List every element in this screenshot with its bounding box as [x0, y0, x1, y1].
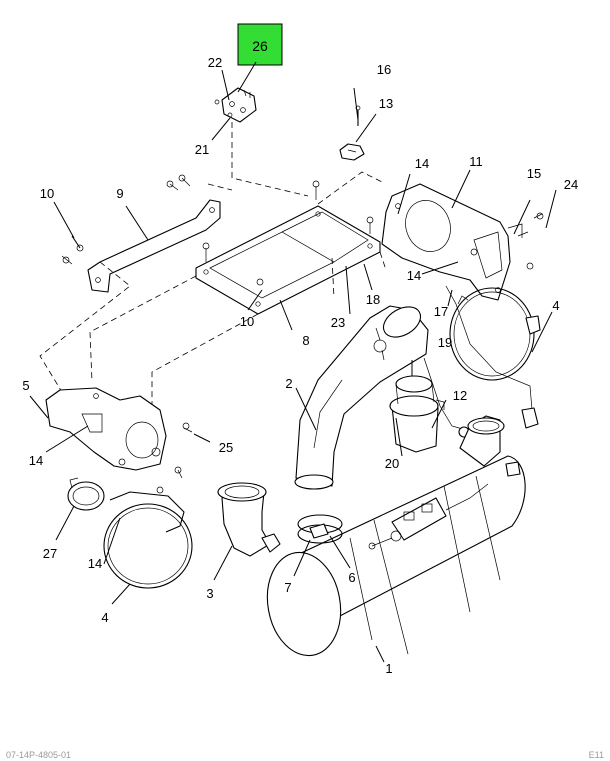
callout-4-right: 4	[552, 298, 559, 313]
callout-21: 21	[195, 142, 209, 157]
callout-14-top: 14	[415, 156, 429, 171]
plate-8	[195, 180, 381, 331]
sensor-module	[368, 483, 489, 550]
callout-3: 3	[206, 586, 213, 601]
callout-22: 22	[208, 55, 222, 70]
callout-labels: 1 2 3 4 4 5 6 7 8 9 10 10 11 12 13 14 14…	[22, 55, 578, 676]
callout-18: 18	[366, 292, 380, 307]
bracket-9	[61, 174, 221, 293]
callout-7: 7	[284, 580, 291, 595]
band-clamp-4-right	[449, 287, 553, 381]
elbow-3	[213, 482, 281, 581]
callout-13: 13	[379, 96, 393, 111]
muffler-1	[266, 415, 526, 663]
callout-15: 15	[527, 166, 541, 181]
callout-16: 16	[377, 62, 391, 77]
callout-17: 17	[434, 304, 448, 319]
callout-8: 8	[302, 333, 309, 348]
callout-11: 11	[469, 154, 483, 169]
mount-27	[55, 477, 105, 541]
clamp-20	[389, 360, 470, 457]
callout-6: 6	[348, 570, 355, 585]
callout-14-left: 14	[29, 453, 43, 468]
callout-4-left: 4	[101, 610, 108, 625]
callout-5: 5	[22, 378, 29, 393]
callout-2: 2	[285, 376, 292, 391]
top-bracket	[211, 61, 257, 141]
footer-code-right: E11	[589, 750, 604, 760]
callout-14-bottom: 14	[88, 556, 102, 571]
callout-9: 9	[116, 186, 123, 201]
highlight-callout-26[interactable]: 26	[237, 23, 283, 66]
callout-12: 12	[453, 388, 467, 403]
callout-23: 23	[331, 315, 345, 330]
callout-10-plate: 10	[240, 314, 254, 329]
callout-27: 27	[43, 546, 57, 561]
callout-24: 24	[564, 177, 578, 192]
bracket-5	[29, 387, 183, 479]
callout-20: 20	[385, 456, 399, 471]
pipe-2	[294, 305, 429, 490]
callout-1: 1	[385, 661, 392, 676]
highlight-label: 26	[252, 38, 268, 54]
clamp-6-7	[293, 514, 351, 577]
callout-14-right: 14	[407, 268, 421, 283]
clip-13	[339, 87, 377, 161]
footer-code-left: 07-14P-4805-01	[6, 750, 71, 760]
callout-25: 25	[219, 440, 233, 455]
band-clamp-4-left	[103, 486, 193, 605]
callout-10-left: 10	[40, 186, 54, 201]
callout-19: 19	[438, 335, 452, 350]
